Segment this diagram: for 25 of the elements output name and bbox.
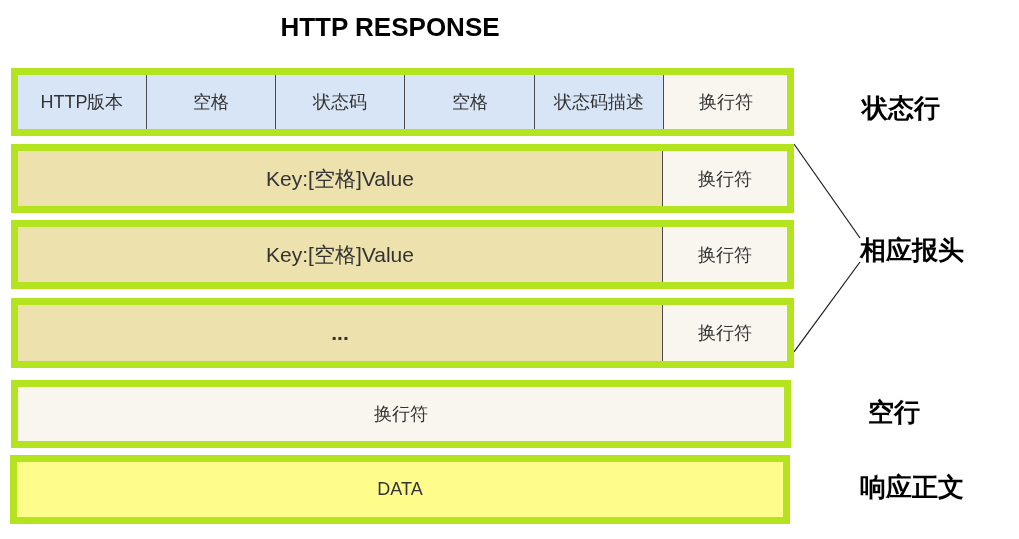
field-cell: Key:[空格]Value bbox=[18, 151, 662, 206]
row-frame bbox=[11, 220, 794, 289]
field-cell: 状态码描述 bbox=[534, 75, 663, 129]
leader-line bbox=[793, 261, 861, 353]
field-cell: 换行符 bbox=[663, 75, 787, 129]
row-box: DATA bbox=[10, 455, 790, 524]
row-frame bbox=[11, 68, 794, 136]
field-cell: Key:[空格]Value bbox=[18, 227, 662, 282]
field-cell: 空格 bbox=[146, 75, 275, 129]
field-cell: 换行符 bbox=[662, 151, 787, 206]
row-frame bbox=[11, 298, 794, 368]
row-box: 换行符 bbox=[11, 380, 791, 448]
side-label: 空行 bbox=[868, 396, 920, 428]
leader-line bbox=[793, 143, 861, 239]
row-frame bbox=[11, 144, 794, 213]
side-label: 状态行 bbox=[862, 92, 940, 124]
field-cell: 换行符 bbox=[662, 227, 787, 282]
side-label: 相应报头 bbox=[860, 234, 976, 266]
title: HTTP RESPONSE bbox=[279, 10, 501, 44]
side-label: 响应正文 bbox=[860, 471, 964, 503]
field-cell: ... bbox=[18, 305, 662, 361]
field-cell: 换行符 bbox=[662, 305, 787, 361]
field-cell: 状态码 bbox=[275, 75, 404, 129]
field-cell: 空格 bbox=[404, 75, 534, 129]
field-cell: HTTP版本 bbox=[18, 75, 146, 129]
